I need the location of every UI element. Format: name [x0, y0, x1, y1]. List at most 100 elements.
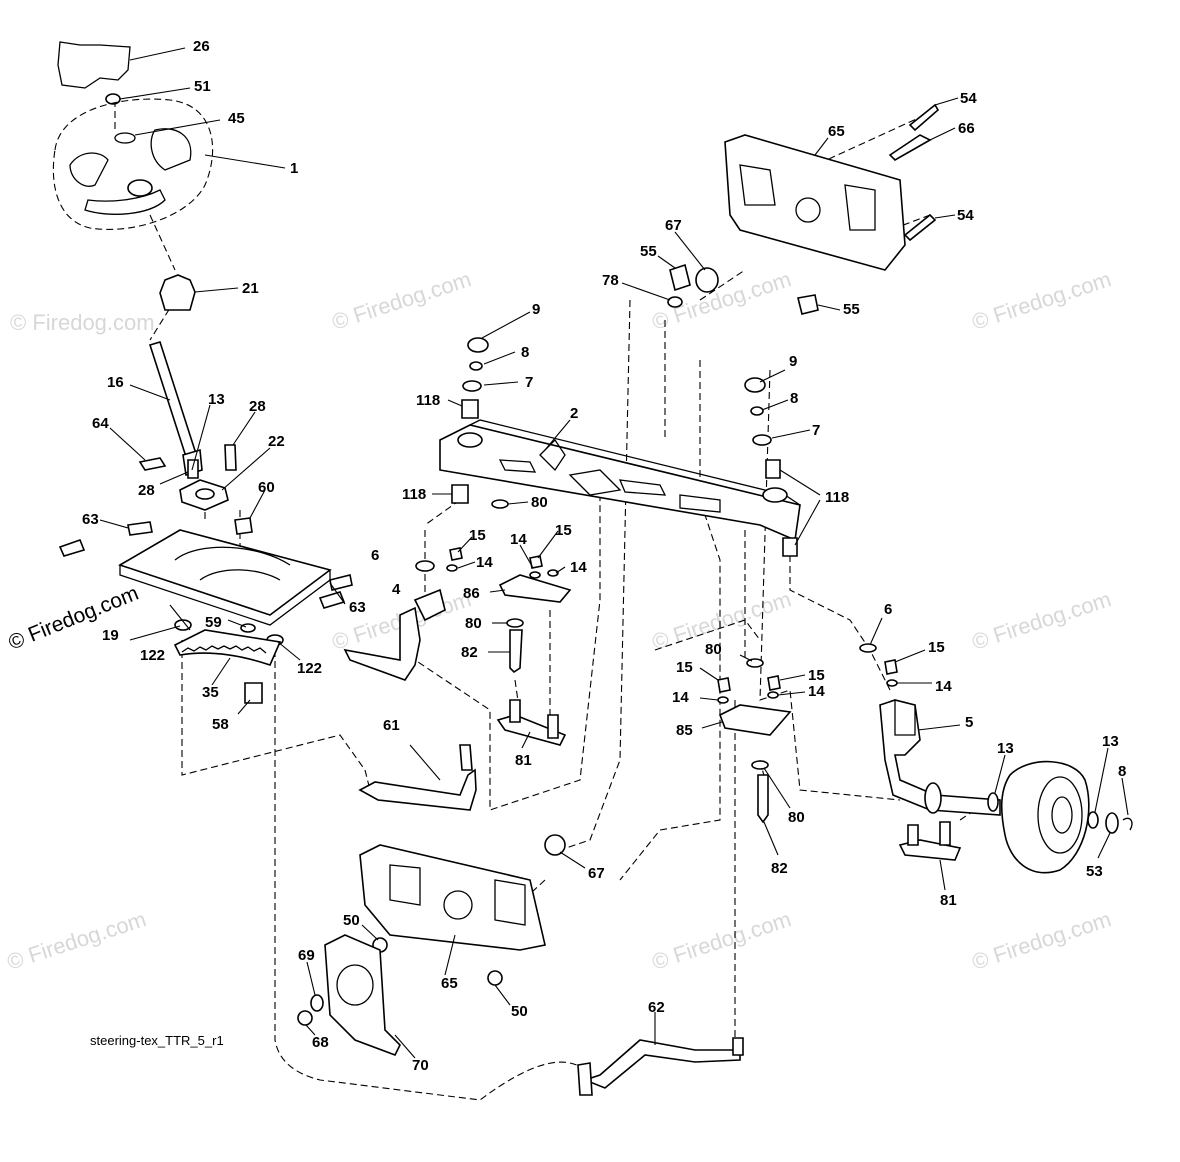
- tie-rod-81-end-b: [939, 821, 951, 846]
- watermark: © Firedog.com: [969, 266, 1114, 334]
- steering-wheel-1: [52, 98, 214, 230]
- washer-80-b: [506, 618, 524, 628]
- pin-82: [509, 629, 523, 674]
- tie-rod-62-end-b: [732, 1037, 744, 1056]
- bushing-118-c: [765, 459, 781, 479]
- callout-label: 8: [521, 344, 529, 361]
- axle-2: [439, 424, 801, 542]
- washer-7: [462, 380, 482, 392]
- callout-label: 7: [525, 374, 533, 391]
- nut-50-b: [487, 970, 503, 986]
- bracket-65: [724, 134, 906, 271]
- spindle-5-boss: [894, 699, 916, 736]
- callout-label: 64: [92, 415, 109, 432]
- callout-label: 21: [242, 280, 259, 297]
- plate-slot: [174, 546, 291, 566]
- tie-rod-62-group: [577, 1037, 744, 1096]
- callout-label: 50: [343, 912, 360, 929]
- callout-label: 67: [588, 865, 605, 882]
- bolt-66: [888, 134, 932, 161]
- spindle-5: [879, 699, 1001, 816]
- watermark: © Firedog.com: [4, 906, 149, 974]
- axle-pivot-r: [762, 487, 788, 503]
- plate-slot: [199, 569, 281, 581]
- bolt-54: [908, 103, 940, 132]
- callout-label: 80: [788, 809, 805, 826]
- callout-label: 63: [349, 599, 366, 616]
- bracket-65-hole: [795, 197, 821, 223]
- nut-60: [234, 517, 253, 535]
- wheel-spoke: [150, 128, 192, 171]
- plate-19: [118, 529, 332, 616]
- callout-label: 13: [1102, 733, 1119, 750]
- callout-label: 15: [469, 527, 486, 544]
- callout-label: 14: [672, 689, 689, 706]
- bolt-28-lower: [187, 459, 199, 479]
- axle-slot: [618, 479, 667, 496]
- bracket-65-lower: [359, 844, 546, 951]
- axle-slot: [568, 469, 622, 496]
- spacer-55: [669, 263, 691, 292]
- nut-15-r: [884, 659, 898, 675]
- washer-14-d: [717, 696, 729, 704]
- callout-label: 78: [602, 272, 619, 289]
- bracket-65-lower-slot: [389, 864, 421, 906]
- washer-14-b: [529, 571, 541, 579]
- callout-label: 9: [532, 301, 540, 318]
- bolt-54-b: [903, 213, 937, 242]
- screw-63-d: [329, 574, 353, 591]
- front-axle-group: [439, 337, 801, 557]
- callouts: 26 51 45 1 21 16 64 13 28 28 22 60 63 63…: [82, 38, 1126, 1074]
- steering-plate-group: [58, 521, 353, 704]
- callout-label: 53: [1086, 863, 1103, 880]
- callout-label: 2: [570, 405, 578, 422]
- watermark-main: © Firedog.com: [5, 582, 142, 655]
- wheel-spoke: [84, 189, 166, 215]
- washer-14: [446, 564, 458, 572]
- adapter-21: [159, 274, 196, 311]
- pin-64: [138, 457, 167, 471]
- callout-label: 14: [510, 531, 527, 548]
- callout-label: 14: [570, 559, 587, 576]
- tire: [1000, 760, 1090, 874]
- watermark: © Firedog.com: [329, 266, 474, 334]
- bolt-28: [224, 444, 237, 471]
- washer-14-r: [886, 679, 898, 687]
- callout-label: 15: [808, 667, 825, 684]
- callout-label: 80: [531, 494, 548, 511]
- nut-15-d: [767, 675, 781, 691]
- clip-8-r: [750, 406, 764, 416]
- callout-label: 14: [808, 683, 825, 700]
- callout-label: 80: [465, 615, 482, 632]
- bushing-hole: [195, 488, 215, 500]
- drag-link-end-b: [509, 699, 521, 723]
- callout-label: 28: [138, 482, 155, 499]
- rod-end: [459, 744, 473, 771]
- nut-51: [105, 93, 121, 105]
- watermark: © Firedog.com: [969, 906, 1114, 974]
- pin-82-b: [757, 774, 769, 824]
- callout-label: 19: [102, 627, 119, 644]
- callout-label: 118: [825, 489, 849, 506]
- nut-68: [297, 1010, 313, 1026]
- wheel-hub: [127, 179, 153, 197]
- callout-label: 26: [193, 38, 210, 55]
- callout-label: 22: [268, 433, 285, 450]
- plate-70-hole: [336, 964, 374, 1006]
- screw-63-b: [127, 521, 153, 536]
- washer-13: [987, 792, 999, 812]
- spindle-4-arm: [413, 588, 446, 622]
- washer-6: [415, 560, 435, 572]
- bracket-65-lower-hole: [443, 890, 473, 920]
- axle-slot: [498, 459, 537, 473]
- washer-59: [240, 623, 256, 633]
- bracket-65-lower-slot-b: [494, 879, 526, 926]
- callout-label: 62: [648, 999, 665, 1016]
- callout-label: 85: [676, 722, 693, 739]
- callout-label: 9: [789, 353, 797, 370]
- washer-6-r: [859, 643, 877, 653]
- callout-label: 8: [1118, 763, 1126, 780]
- spacer-67: [695, 267, 719, 293]
- callout-label: 15: [555, 522, 572, 539]
- callout-label: 65: [441, 975, 458, 992]
